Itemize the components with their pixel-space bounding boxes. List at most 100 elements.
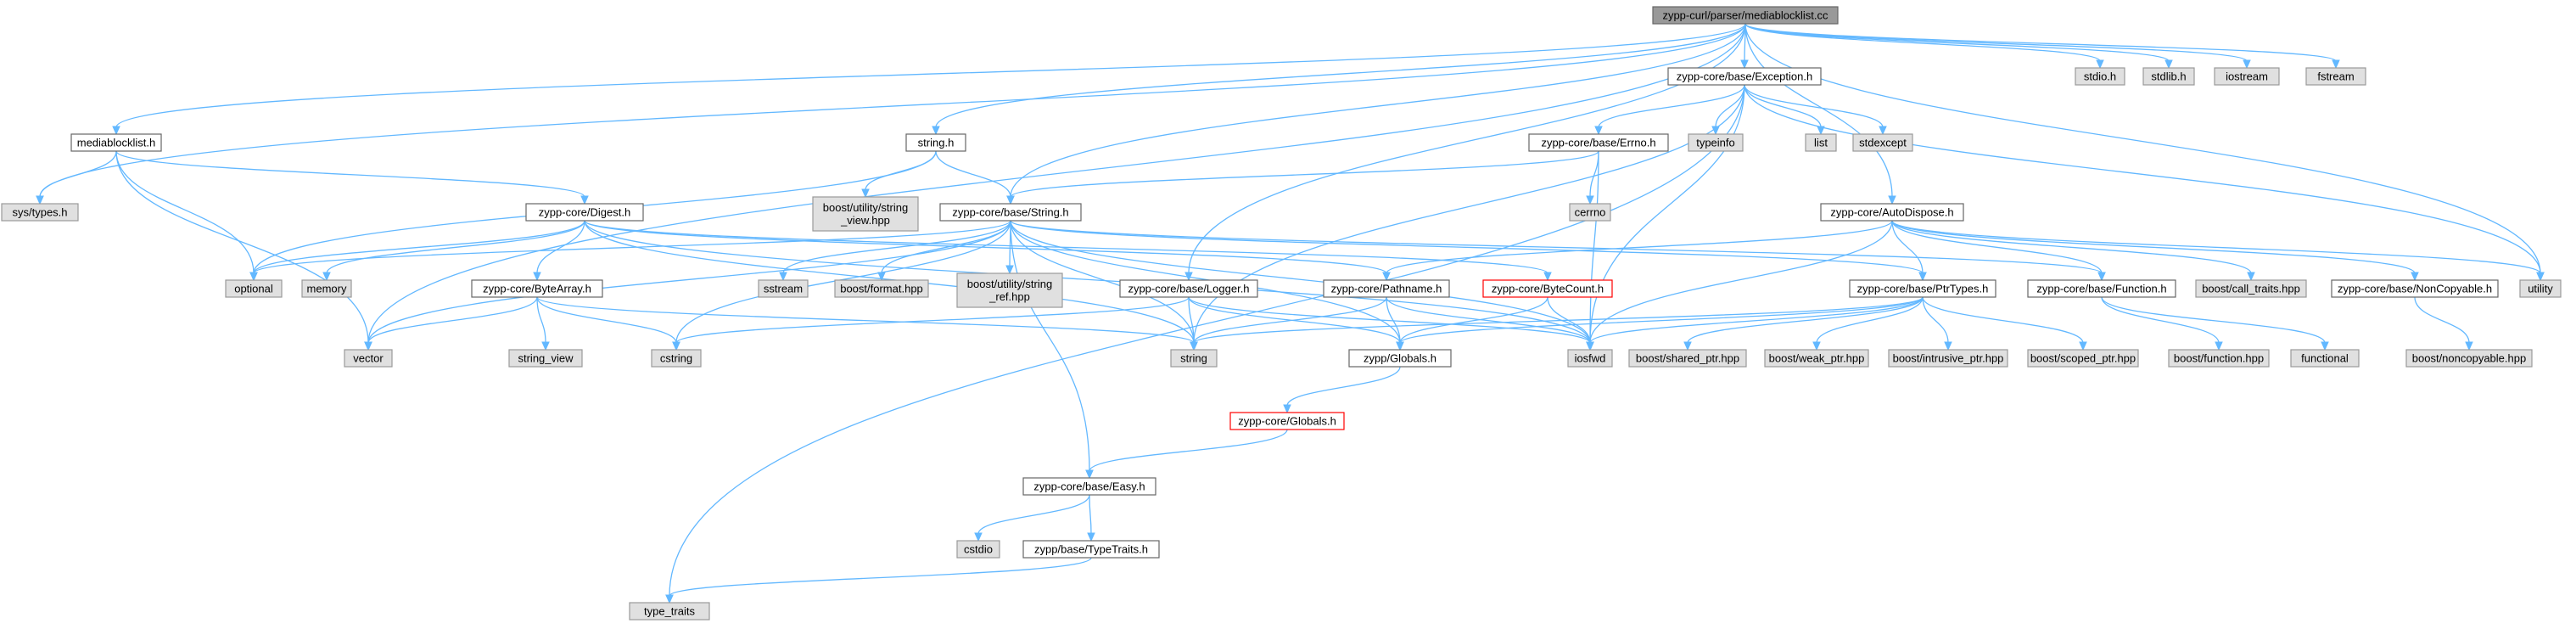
node-mediablocklist[interactable]: mediablocklist.h bbox=[70, 133, 162, 152]
node-stdlib: stdlib.h bbox=[2142, 67, 2195, 86]
edge-globals-core-to-easy bbox=[1085, 429, 1288, 480]
node-label: fstream bbox=[2317, 70, 2354, 83]
node-strref-hpp: boost/utility/string_ref.hpp bbox=[956, 272, 1063, 308]
edge-layer bbox=[36, 23, 2545, 604]
edge-exception-to-type-traits bbox=[665, 84, 1745, 604]
edge-root-to-mediablocklist bbox=[112, 23, 1746, 136]
node-pathname[interactable]: zypp-core/Pathname.h bbox=[1323, 279, 1450, 298]
edge-exception-to-stdexcept bbox=[1744, 84, 1887, 136]
node-label: zypp-core/Digest.h bbox=[539, 206, 630, 219]
node-label: utility bbox=[2528, 283, 2553, 295]
node-systypes: sys/types.h bbox=[1, 203, 79, 222]
edge-exception-to-errno-h bbox=[1594, 84, 1745, 136]
edge-autodispose-to-utility bbox=[1891, 220, 2545, 282]
node-type-traits: type_traits bbox=[629, 602, 710, 621]
node-label: zypp-core/base/Errno.h bbox=[1541, 137, 1655, 149]
node-label: stdio.h bbox=[2084, 70, 2116, 83]
edge-stringh-to-strview-hpp bbox=[861, 150, 937, 199]
edge-pathname-to-string bbox=[1190, 296, 1387, 351]
node-label: boost/function.hpp bbox=[2174, 352, 2264, 365]
node-label: stdlib.h bbox=[2151, 70, 2186, 83]
edge-ptrtypes-to-sharedptr bbox=[1683, 296, 1924, 351]
edge-string-h-to-sstream bbox=[779, 220, 1011, 282]
edge-mediablocklist-to-digest bbox=[115, 150, 589, 205]
node-globals-zypp[interactable]: zypp/Globals.h bbox=[1348, 349, 1452, 368]
edge-ptrtypes-to-string bbox=[1190, 296, 1924, 351]
edge-stringh-to-string-h bbox=[935, 150, 1015, 205]
edge-function-h-to-functional bbox=[2101, 296, 2329, 351]
node-sstream: sstream bbox=[758, 279, 809, 298]
node-errno-h[interactable]: zypp-core/base/Errno.h bbox=[1528, 133, 1669, 152]
node-digest[interactable]: zypp-core/Digest.h bbox=[525, 203, 644, 222]
edge-root-to-string-h bbox=[1006, 23, 1746, 205]
node-label: vector bbox=[353, 352, 384, 365]
node-label: zypp-core/ByteCount.h bbox=[1492, 283, 1604, 295]
edge-logger-to-iosfwd bbox=[1188, 296, 1594, 351]
node-fstream: fstream bbox=[2305, 67, 2366, 86]
node-label: cstring bbox=[660, 352, 692, 365]
edge-function-h-to-functionhpp bbox=[2101, 296, 2223, 351]
edge-digest-to-pathname bbox=[584, 220, 1391, 282]
edge-digest-to-bytearray bbox=[533, 220, 585, 282]
edge-digest-to-bytecount bbox=[584, 220, 1552, 282]
node-label: zypp-core/Pathname.h bbox=[1331, 283, 1442, 295]
edge-mediablocklist-to-systypes bbox=[36, 150, 117, 205]
edge-root-to-stdio bbox=[1744, 23, 2104, 70]
node-noncopyable-h[interactable]: zypp-core/base/NonCopyable.h bbox=[2331, 279, 2499, 298]
edge-ptrtypes-to-globals-zypp bbox=[1396, 296, 1924, 351]
node-functional: functional bbox=[2290, 349, 2360, 368]
edge-ptrtypes-to-scopedptr bbox=[1922, 296, 2087, 351]
node-cerrno: cerrno bbox=[1569, 203, 1611, 222]
node-exception[interactable]: zypp-core/base/Exception.h bbox=[1667, 67, 1822, 86]
edge-digest-to-memory bbox=[322, 220, 585, 282]
node-cstring: cstring bbox=[651, 349, 702, 368]
node-label: iosfwd bbox=[1575, 352, 1606, 365]
edge-noncopyable-h-to-noncopyablehpp bbox=[2414, 296, 2473, 351]
root-file-node[interactable]: zypp-curl/parser/mediablocklist.cc bbox=[1652, 6, 1839, 25]
node-label: type_traits bbox=[644, 605, 695, 618]
edge-autodispose-to-pathname bbox=[1382, 220, 1893, 282]
edge-ptrtypes-to-intrusiveptr bbox=[1922, 296, 1952, 351]
node-label-line-2: _ref.hpp bbox=[988, 290, 1030, 303]
edge-root-to-fstream bbox=[1744, 23, 2340, 70]
node-label-line-1: boost/utility/string bbox=[967, 278, 1052, 290]
node-label: sstream bbox=[764, 283, 803, 295]
edge-exception-to-utility bbox=[1744, 84, 2545, 282]
edge-exception-to-string bbox=[1190, 84, 1745, 351]
node-string-view: string_view bbox=[508, 349, 583, 368]
edge-logger-to-globals-zypp bbox=[1188, 296, 1404, 351]
node-label: zypp/Globals.h bbox=[1364, 352, 1436, 365]
node-stringh[interactable]: string.h bbox=[905, 133, 966, 152]
node-label: string.h bbox=[918, 137, 955, 149]
node-logger[interactable]: zypp-core/base/Logger.h bbox=[1119, 279, 1258, 298]
node-globals-core[interactable]: zypp-core/Globals.h bbox=[1229, 412, 1345, 430]
node-list: list bbox=[1805, 133, 1837, 152]
edge-bytearray-to-string-view bbox=[536, 296, 550, 351]
node-typeinfo: typeinfo bbox=[1688, 133, 1744, 152]
edge-root-to-autodispose bbox=[1744, 23, 1896, 205]
node-label: sys/types.h bbox=[12, 206, 67, 219]
node-label: zypp-core/AutoDispose.h bbox=[1830, 206, 1953, 219]
node-label: zypp-core/ByteArray.h bbox=[483, 283, 591, 295]
node-bytearray[interactable]: zypp-core/ByteArray.h bbox=[471, 279, 603, 298]
node-string-h[interactable]: zypp-core/base/String.h bbox=[939, 203, 1082, 222]
node-stdio: stdio.h bbox=[2075, 67, 2125, 86]
node-weakptr: boost/weak_ptr.hpp bbox=[1764, 349, 1869, 368]
node-autodispose[interactable]: zypp-core/AutoDispose.h bbox=[1820, 203, 1964, 222]
node-ptrtypes[interactable]: zypp-core/base/PtrTypes.h bbox=[1849, 279, 1996, 298]
node-label: cstdio bbox=[964, 543, 993, 556]
node-bytecount[interactable]: zypp-core/ByteCount.h bbox=[1482, 279, 1613, 298]
node-label: boost/shared_ptr.hpp bbox=[1636, 352, 1739, 365]
node-typetraits-h[interactable]: zypp/base/TypeTraits.h bbox=[1022, 540, 1160, 559]
edge-ptrtypes-to-weakptr bbox=[1812, 296, 1924, 351]
node-cstdio: cstdio bbox=[956, 540, 1000, 559]
node-easy[interactable]: zypp-core/base/Easy.h bbox=[1022, 477, 1156, 496]
node-label: boost/intrusive_ptr.hpp bbox=[1893, 352, 2004, 365]
edge-easy-to-typetraits-h bbox=[1087, 494, 1095, 542]
node-function-h[interactable]: zypp-core/base/Function.h bbox=[2027, 279, 2176, 298]
node-label: list bbox=[1814, 137, 1828, 149]
edge-typetraits-h-to-type-traits bbox=[665, 557, 1092, 604]
edge-pathname-to-iosfwd bbox=[1386, 296, 1594, 351]
node-label-line-1: boost/utility/string bbox=[823, 201, 908, 214]
